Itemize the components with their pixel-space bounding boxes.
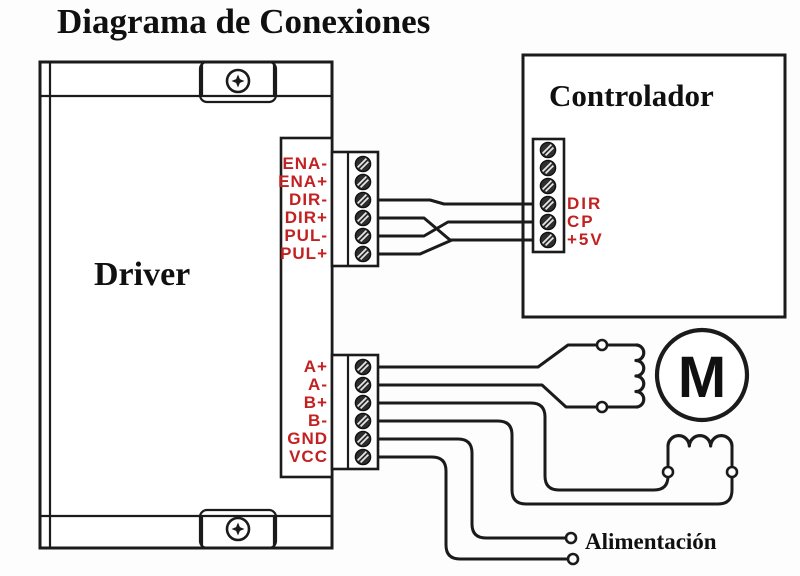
terminal-screw-icon: [354, 412, 372, 430]
winding-terminal: [595, 400, 609, 414]
wire-dir-minus-to-dir: [377, 198, 534, 206]
terminal-screw-icon: [354, 394, 372, 412]
phase-a-winding: [377, 338, 646, 414]
supply-wires: [377, 437, 580, 566]
phase-b-winding: [377, 401, 739, 506]
pin-label-a-minus: A-: [308, 375, 328, 394]
controller-label: Controlador: [549, 78, 714, 113]
pin-label-dir: DIR: [567, 194, 603, 213]
terminal-screw-icon: [539, 195, 557, 213]
terminal-screw-icon: [354, 358, 372, 376]
terminal-screw-icon: [539, 231, 557, 249]
terminal-screw-icon: [354, 448, 372, 466]
wire-pul-plus-to-5v: [377, 238, 534, 256]
driver-signal-terminal-block: [330, 150, 380, 268]
terminal-screw-icon: [539, 213, 557, 231]
pin-label-dir-plus: DIR+: [284, 208, 328, 227]
motor-symbol: [654, 327, 750, 423]
terminal-screw-icon: [354, 245, 372, 263]
controller-box: [521, 53, 787, 319]
terminal-screw-icon: [354, 376, 372, 394]
pin-label-cp: CP: [567, 212, 595, 231]
driver-power-terminal-block: [330, 353, 380, 471]
wire-pul-minus-to-cp: [377, 220, 534, 238]
pin-label-gnd: GND: [287, 429, 328, 448]
wire-gnd-to-supply: [377, 437, 566, 540]
terminal-screw-icon: [354, 155, 372, 173]
winding-terminal: [661, 465, 675, 479]
pin-label-b-plus: B+: [303, 393, 328, 412]
pin-label-dir-minus: DIR-: [289, 190, 328, 209]
pin-label-vcc: VCC: [289, 447, 328, 466]
terminal-screw-icon: [539, 159, 557, 177]
pin-label-ena-minus: ENA-: [282, 154, 328, 173]
winding-terminal: [725, 465, 739, 479]
pin-label-5v: +5V: [567, 230, 604, 249]
coil-b: [666, 434, 734, 448]
diagram-title: Diagrama de Conexiones: [57, 2, 431, 41]
supply-terminal: [564, 531, 578, 545]
pin-label-b-minus: B-: [308, 411, 328, 430]
pin-label-strip: [279, 136, 334, 479]
pin-label-pul-minus: PUL-: [284, 226, 328, 245]
control-wires: [377, 198, 534, 256]
terminal-screw-icon: [354, 430, 372, 448]
screw-icon: [225, 68, 251, 94]
coil-a: [634, 343, 646, 409]
screw-icon: [225, 516, 251, 542]
supply-terminal: [566, 552, 580, 566]
terminal-screw-icon: [354, 191, 372, 209]
terminal-screw-icon: [354, 209, 372, 227]
pin-label-pul-plus: PUL+: [280, 244, 328, 263]
power-supply-label: Alimentación: [585, 529, 717, 554]
driver-label: Driver: [94, 256, 191, 293]
terminal-screw-icon: [539, 177, 557, 195]
pin-label-ena-plus: ENA+: [278, 172, 328, 191]
driver-box: [38, 60, 334, 550]
wire-b-minus: [377, 419, 734, 506]
terminal-screw-icon: [354, 173, 372, 191]
controller-terminal-block: [531, 137, 566, 254]
wire-b-plus: [377, 401, 670, 492]
wire-vcc-to-supply: [377, 455, 568, 561]
terminal-screw-icon: [539, 141, 557, 159]
motor-label: M: [677, 345, 727, 410]
pin-label-a-plus: A+: [303, 357, 328, 376]
terminal-screw-icon: [354, 227, 372, 245]
winding-terminal: [595, 338, 609, 352]
